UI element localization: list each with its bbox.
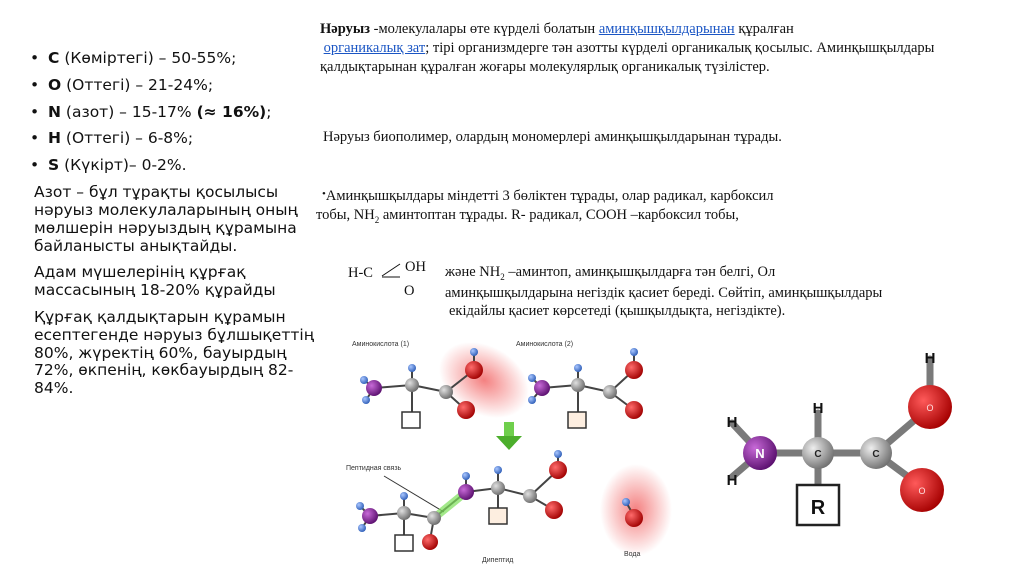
nitrogen-atom [458,484,474,500]
radical-box [567,411,587,429]
radical-label: R [811,497,826,519]
carbon-atom [439,385,453,399]
amino-acid-1-label: Аминокислота (1) [352,341,409,348]
svg-text:C: C [814,449,821,460]
biopolymer-text: Нәруыз биополимер, олардың мономерлері а… [323,129,782,145]
carbon-atom [523,489,537,503]
oxygen-atom [900,468,944,512]
alpha-carbon-atom [802,437,834,469]
amino-acids-link[interactable]: аминқышқылдарынан [598,21,735,37]
svg-text:O: O [918,486,925,496]
amino-acid-2-label: Аминокислота (2) [516,341,573,348]
list-item: N (азот) – 15-17% (≈ 16%); [24,103,314,122]
water-label: Вода [624,551,640,558]
carboxyl-carbon-atom [860,437,892,469]
reaction-arrow-icon [496,422,522,450]
hydrogen-atom [494,466,502,474]
list-item: H (Оттегі) – 6-8%; [24,130,314,149]
hydrogen-atom [470,348,478,356]
hydrogen-label: H [727,414,738,431]
nitrogen-atom [366,380,382,396]
list-item: C (Көміртегі) – 50-55%; [24,49,314,68]
organic-matter-link[interactable]: органикалық зат [323,39,426,56]
oxygen-atom [465,361,483,379]
svg-text:N: N [755,446,764,461]
carboxyl-formula: H-C OH O [348,259,426,299]
amino-acid-model: N C C O O H H H H R [727,350,952,527]
hydrogen-atom [528,396,536,404]
protein-definition: Нәруыз -молекулалары өте күрделі болатын… [320,21,935,75]
hydrogen-atom [462,472,470,480]
hydrogen-atom [356,502,364,510]
radical-box [401,411,421,429]
hydrogen-label: H [727,472,738,489]
carbon-atom [571,378,585,392]
organ-percent-paragraph: Құрғақ қалдықтарын құрамын есептегенде н… [34,307,314,398]
carbon-atom [397,506,411,520]
oxygen-atom [625,361,643,379]
dry-mass-paragraph: Адам мүшелерінің құрғақ массасының 18-20… [34,263,276,300]
reaction-highlight [439,342,529,418]
nitrogen-atom [362,508,378,524]
amine-group-text: және NH2 –аминтоп, аминқышқылдарға тән б… [445,264,883,320]
hydrogen-atom [408,364,416,372]
nitrogen-atom [743,436,777,470]
dipeptide-label: Дипептид [482,557,513,564]
oxygen-atom [545,501,563,519]
peptide-bond-diagram: Аминокислота (1) Аминокислота (2) Пепт [346,341,672,564]
nitrogen-atom [534,380,550,396]
oxygen-atom [625,509,643,527]
radical-box [394,534,414,552]
oxygen-atom [549,461,567,479]
carbon-atom [405,378,419,392]
double-bond-icon [381,263,401,278]
hydrogen-atom [574,364,582,372]
composition-panel: C (Көміртегі) – 50-55%; O (Оттегі) – 21-… [24,49,314,407]
oxygen-atom [625,401,643,419]
nitrogen-paragraph: Азот – бұл тұрақты қосылысы нәруыз молек… [34,183,298,255]
hydrogen-label: H [813,400,824,417]
hydrogen-atom [630,348,638,356]
element-list: C (Көміртегі) – 50-55%; O (Оттегі) – 21-… [24,49,314,175]
oxygen-atom [457,401,475,419]
amino-parts-text: •Аминқышқылдары міндетті 3 бөліктен тұра… [316,188,774,225]
list-item: O (Оттегі) – 21-24%; [24,76,314,95]
hydrogen-atom [622,498,630,506]
hydrogen-atom [528,374,536,382]
oxygen-atom [908,385,952,429]
oxygen-atom [422,534,438,550]
definition-block: Нәруыз -молекулалары өте күрделі болатын… [320,20,1020,77]
carbon-atom [427,511,441,525]
list-item: S (Күкірт)– 0-2%. [24,156,314,175]
hydrogen-atom [400,492,408,500]
peptide-bond-label: Пептидная связь [346,465,402,472]
hydrogen-label: H [925,350,936,367]
hydrogen-atom [360,376,368,384]
svg-text:O: O [926,403,933,413]
svg-text:C: C [872,449,879,460]
carbon-atom [491,481,505,495]
radical-box [488,507,508,525]
hydrogen-atom [362,396,370,404]
hydrogen-atom [554,450,562,458]
hydrogen-atom [358,524,366,532]
radical-box [795,483,841,527]
carbon-atom [603,385,617,399]
